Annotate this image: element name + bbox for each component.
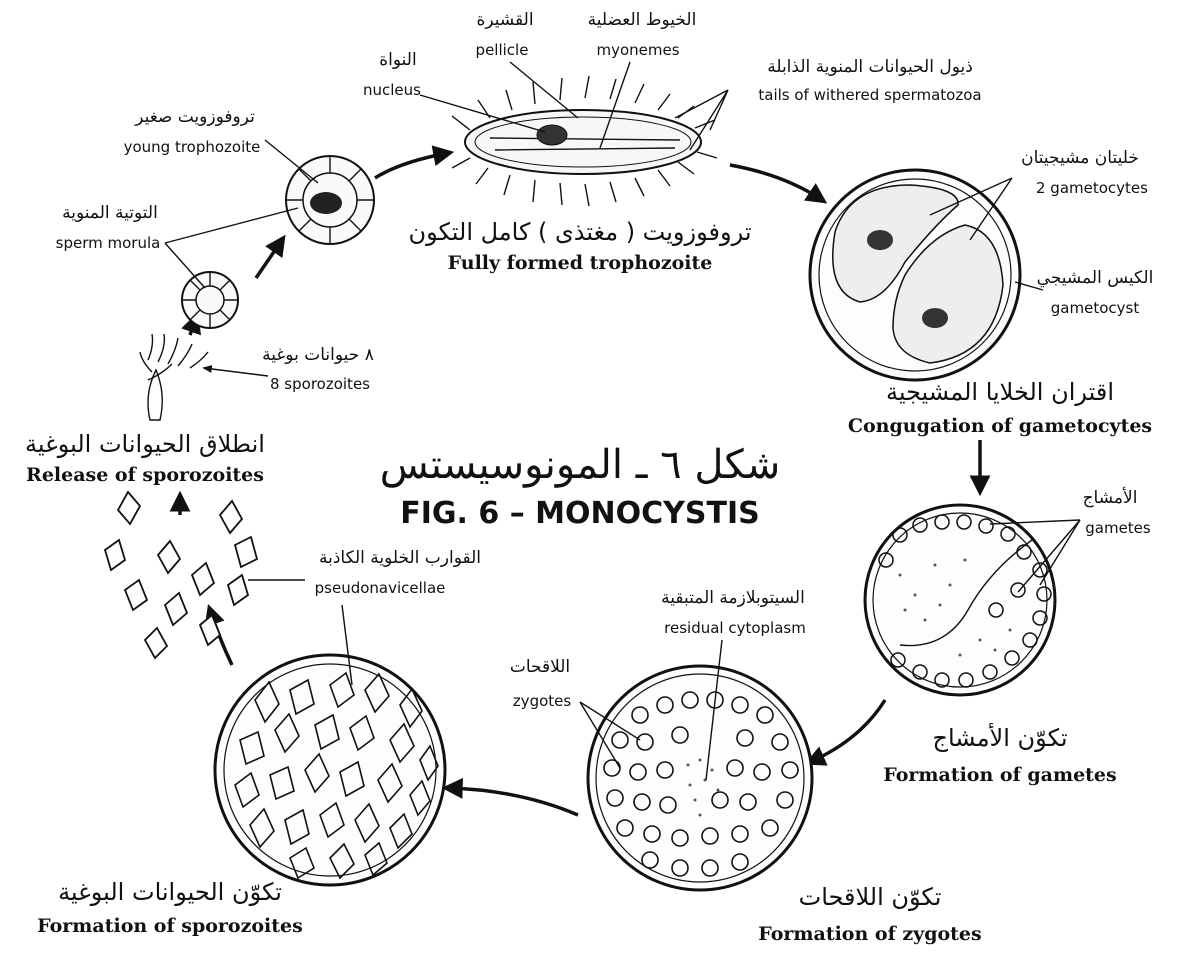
label-young-trophozoite-ar: تروفوزويت صغير [134,107,255,127]
zygotes-stage-ar: تكوّن اللاقحات [799,883,942,911]
label-eight-sporozoites-ar: ٨ حيوانات بوغية [262,345,374,365]
arrow-gametes-to-zygotes [810,700,885,762]
release-stage-ar: انطلاق الحيوانات البوغية [25,430,265,458]
zygotes-stage-en: Formation of zygotes [758,923,981,945]
conjugation-stage-ar: اقتران الخلايا المشيجية [886,378,1114,406]
arrow-morula-to-young [256,240,282,278]
conjugation-stage-en: Congugation of gametocytes [848,415,1152,437]
sporozoites-stage-ar: تكوّن الحيوانات البوغية [58,878,282,906]
arrow-young-to-trophozoite [375,153,448,178]
label-zygotes-ar: اللاقحات [510,657,570,677]
trophozoite-nucleus [537,125,567,145]
label-myonemes-ar: الخيوط العضلية [588,10,697,30]
gametes-drawing [865,505,1055,695]
sperm-morula-drawing [182,272,238,328]
label-nucleus-ar: النواة [379,50,416,70]
label-gametocytes-en: 2 gametocytes [1036,179,1148,197]
released-pseudonavicellae-drawing [105,492,257,658]
sporozoites-cyst-drawing [215,655,445,885]
label-eight-sporozoites-en: 8 sporozoites [270,375,370,393]
leader-eight-sporozoites [204,368,268,376]
figure-title-arabic: شكل ٦ ـ المونوسيستس [380,442,780,488]
label-pellicle-ar: القشيرة [476,10,533,30]
gametes-stage-en: Formation of gametes [883,764,1116,786]
label-sperm-morula-ar: التوتية المنوية [62,203,158,223]
label-tails-en: tails of withered spermatozoa [758,86,981,104]
arrow-trophozoite-to-cyst [730,165,822,200]
label-gametocytes-ar: خليتان مشيجيتان [1021,148,1139,168]
label-tails-ar: ذيول الحيوانات المنوية الذابلة [767,57,973,77]
label-young-trophozoite-en: young trophozoite [124,138,261,156]
label-gametocyst-ar: الكيس المشيجي [1037,268,1154,288]
eight-sporozoites-drawing [140,334,208,420]
label-zygotes-en: zygotes [513,692,572,710]
label-pellicle-en: pellicle [476,41,529,59]
zygotes-drawing [588,666,812,890]
young-trophozoite-drawing [286,156,374,244]
label-gametes-ar: الأمشاج [1083,487,1138,508]
label-nucleus-en: nucleus [363,81,421,99]
label-myonemes-en: myonemes [596,41,679,59]
label-residual-cytoplasm-ar: السيتوبلازمة المتبقية [661,588,805,608]
trophozoite-body [465,110,701,174]
sporozoites-stage-en: Formation of sporozoites [37,915,303,937]
label-pseudonavicellae-en: pseudonavicellae [315,579,446,597]
label-pseudonavicellae-ar: القوارب الخلوية الكاذبة [319,548,481,568]
leader-pellicle [510,62,578,118]
gametocyst-drawing [810,170,1020,380]
label-gametocyst-en: gametocyst [1051,299,1140,317]
figure-title-english: FIG. 6 – MONOCYSTIS [400,496,759,531]
trophozoite-stage-en: Fully formed trophozoite [448,252,713,274]
label-residual-cytoplasm-en: residual cytoplasm [664,619,806,637]
trophozoite-drawing [452,76,717,206]
trophozoite-stage-ar: تروفوزويت ( مغتذى ) كامل التكون [408,218,751,246]
gametes-stage-ar: تكوّن الأمشاج [932,723,1067,752]
label-sperm-morula-en: sperm morula [56,234,161,252]
release-stage-en: Release of sporozoites [26,464,264,486]
arrow-zygotes-to-sporozoites [448,788,578,815]
label-gametes-en: gametes [1085,519,1151,537]
